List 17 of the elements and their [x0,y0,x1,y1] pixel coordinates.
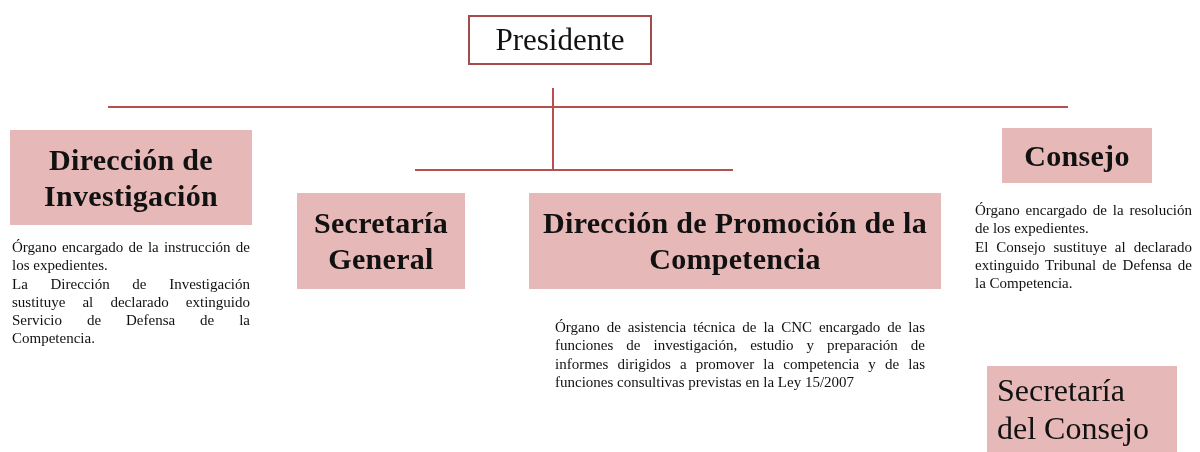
description-text: Órgano encargado de la resolución de los expedientes. [975,201,1192,238]
unit-name: Secretaría General [312,205,449,277]
description-text: El Consejo sustituye al declarado extinguido Tribunal de Defensa de la Competencia. [975,237,1192,293]
unit-box [10,130,252,225]
unit-name: Dirección de Promoción de la Competencia [542,205,928,277]
unit-box [987,366,1177,452]
unit-name: Consejo [1024,137,1130,174]
unit-box [1002,128,1152,183]
unit-box [529,193,941,289]
description-text: Órgano encargado de la instrucción de los expedientes. [12,238,250,275]
unit-name: Dirección de Investigación [43,141,219,214]
description-text: Órgano de asistencia técnica de la CNC encargado de las funciones de investigación, estudio y preparación de informes dirigidos a promover la competencia y de las funciones consultivas previstas en la Ley 15/2007 [555,318,925,392]
description-text: La Dirección de Investigación sustituye al declarado extinguido Servicio de Defensa de la Competencia. [12,274,250,348]
title-box [468,15,652,65]
unit-name: Secretaría del Consejo [997,370,1150,448]
unit-name: Presidente [495,21,625,59]
unit-box [297,193,465,289]
